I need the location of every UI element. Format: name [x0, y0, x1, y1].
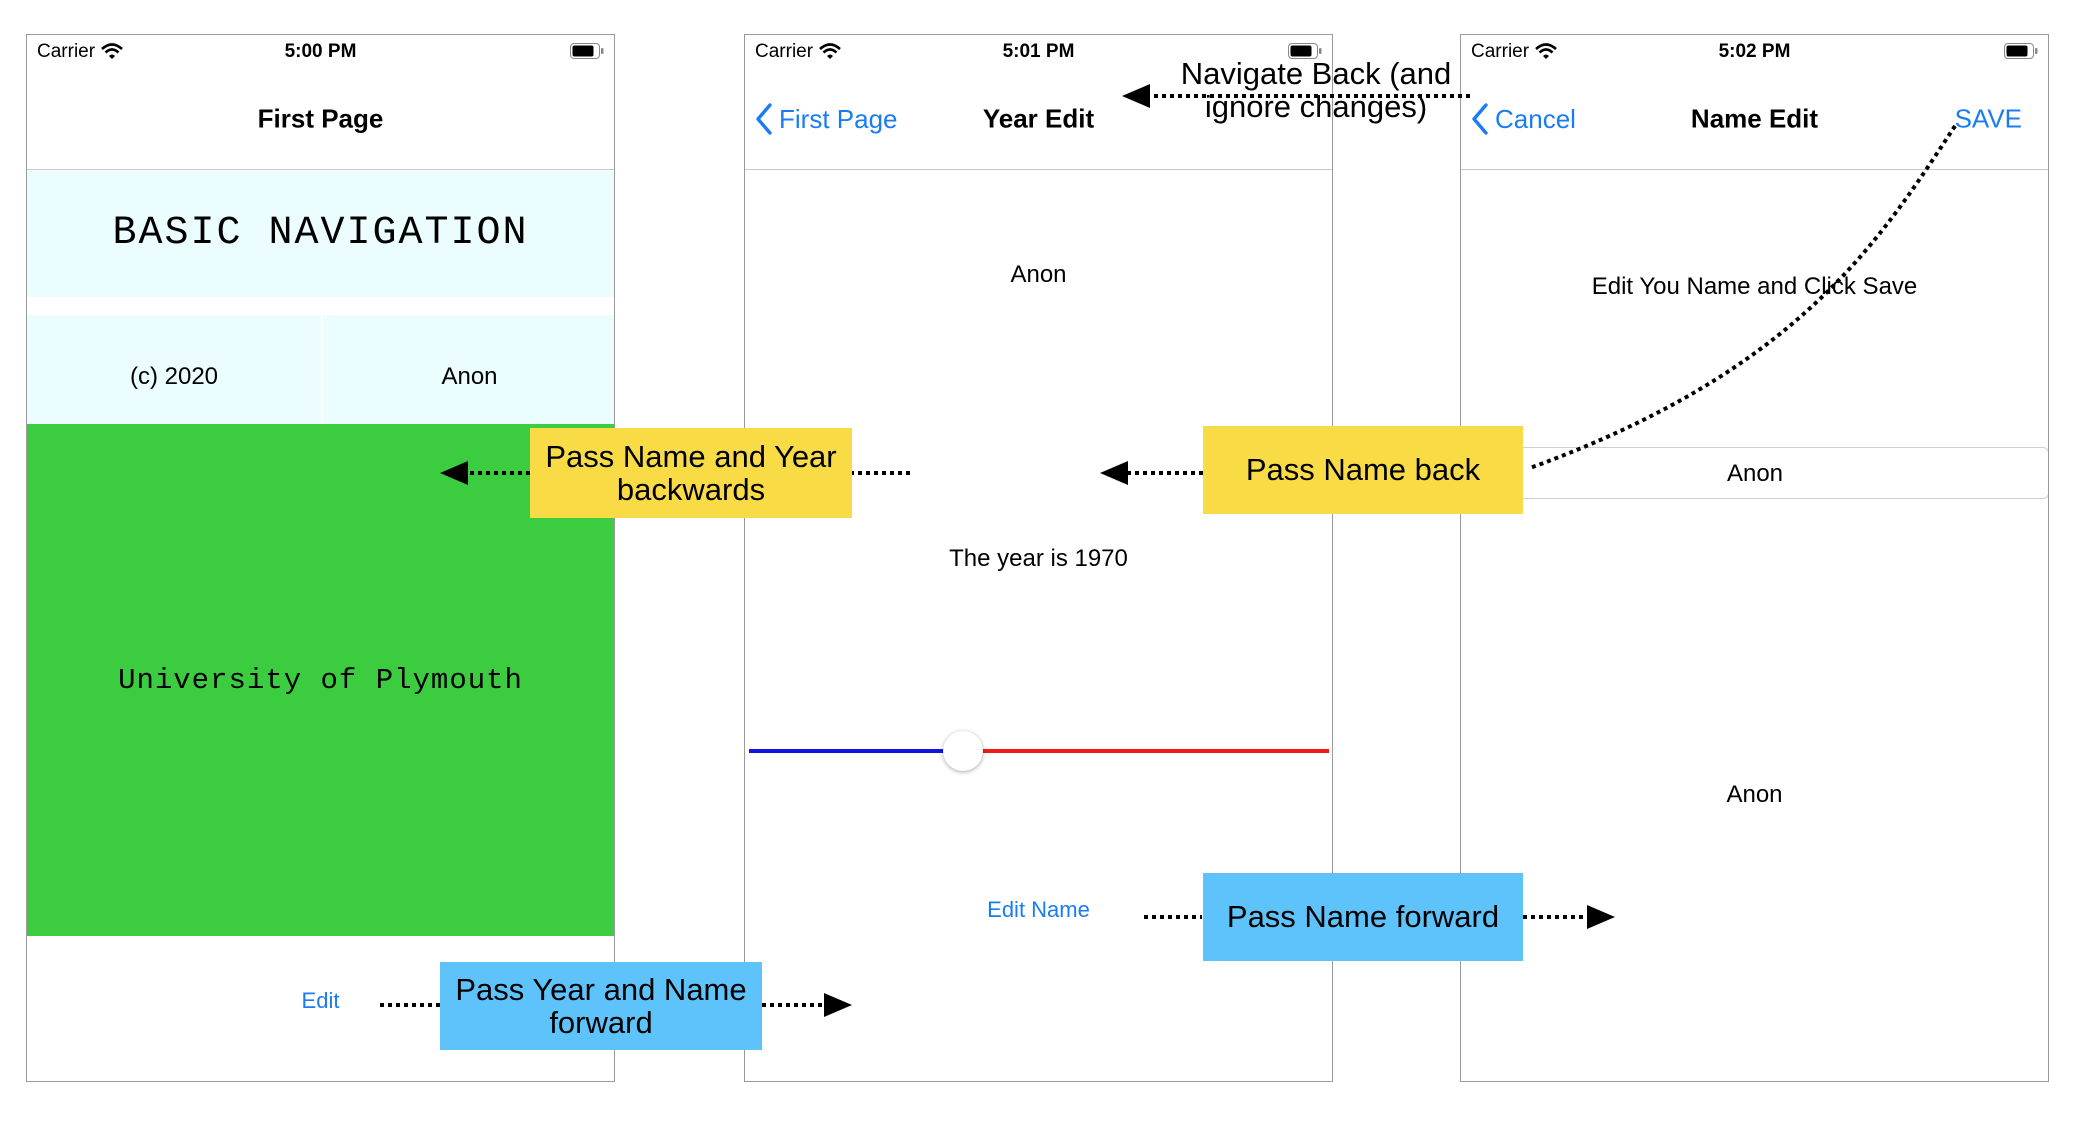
carrier-info: Carrier: [37, 41, 123, 63]
year-slider[interactable]: [749, 731, 1329, 771]
pass-name-forward-text: Pass Name forward: [1226, 899, 1500, 935]
nav-title: Year Edit: [982, 103, 1095, 134]
status-bar: Carrier 5:01 PM: [745, 35, 1332, 69]
navigation-bar: Cancel Name Edit SAVE: [1461, 69, 2048, 170]
name-text-field[interactable]: Anon: [1461, 447, 2048, 499]
carrier-label: Carrier: [1471, 41, 1530, 62]
status-time: 5:00 PM: [284, 41, 357, 62]
chevron-left-icon: [756, 103, 772, 135]
navigate-back-line1: Navigate Back (and: [1180, 56, 1452, 91]
pass-forward-label: Pass Year and Name forward: [440, 962, 762, 1050]
pass-name-forward-label: Pass Name forward: [1203, 873, 1523, 961]
slider-min-track: [749, 749, 964, 753]
back-label: First Page: [779, 103, 898, 134]
navigate-back-line2: ignore changes): [1204, 88, 1428, 124]
navigation-bar: First Page: [27, 69, 614, 170]
slider-thumb[interactable]: [943, 731, 984, 771]
battery-icon: [2004, 43, 2038, 59]
prompt-label: Edit You Name and Click Save: [1591, 273, 1918, 300]
pass-name-back-text: Pass Name back: [1245, 452, 1481, 488]
status-bar: Carrier 5:02 PM: [1461, 35, 2048, 69]
navigate-back-annotation: Navigate Back (and ignore changes): [1166, 56, 1466, 124]
pass-back-label: Pass Name and Year backwards: [530, 428, 852, 518]
wifi-icon: [101, 43, 123, 59]
info-row: (c) 2020 Anon: [27, 315, 614, 439]
edit-button[interactable]: Edit: [301, 988, 340, 1013]
year-label: The year is 1970: [949, 545, 1128, 572]
carrier-info: Carrier: [1471, 41, 1557, 63]
pass-forward-label-line1: Pass Year and Name: [455, 971, 747, 1007]
slider-max-track: [963, 749, 1329, 753]
carrier-label: Carrier: [755, 41, 814, 62]
banner-title: BASIC NAVIGATION: [112, 211, 529, 256]
name-cell: Anon: [323, 315, 614, 439]
wifi-icon: [1535, 43, 1557, 59]
chevron-left-icon: [1472, 103, 1488, 135]
edit-name-button[interactable]: Edit Name: [987, 897, 1090, 922]
status-time: 5:01 PM: [1002, 41, 1075, 62]
pass-forward-label-line2: forward: [549, 1005, 653, 1040]
name-label: Anon: [1726, 781, 1783, 808]
name-label: Anon: [441, 363, 498, 390]
battery-icon: [1288, 43, 1322, 59]
copyright-label: (c) 2020: [129, 363, 219, 390]
nav-title: First Page: [257, 103, 384, 134]
carrier-info: Carrier: [755, 41, 841, 63]
pass-back-label-line2: backwards: [616, 472, 766, 507]
save-button[interactable]: SAVE: [1954, 103, 2022, 134]
name-label: Anon: [1010, 261, 1067, 288]
university-panel: University of Plymouth: [27, 424, 614, 936]
navigation-bar: First Page Year Edit: [745, 69, 1332, 170]
status-bar: Carrier 5:00 PM: [27, 35, 614, 69]
screen-first-page: Carrier 5:00 PM First Page BASIC NAVIGAT…: [26, 34, 615, 1082]
copyright-cell: (c) 2020: [27, 315, 321, 439]
wifi-icon: [819, 43, 841, 59]
pass-back-label-line1: Pass Name and Year: [545, 438, 837, 474]
banner-panel: BASIC NAVIGATION: [27, 171, 614, 297]
name-field-value: Anon: [1726, 460, 1784, 487]
battery-icon: [570, 43, 604, 59]
university-label: University of Plymouth: [118, 664, 523, 697]
screen-name-edit: Carrier 5:02 PM Cancel Name Edit SAVE Ed…: [1460, 34, 2049, 1082]
carrier-label: Carrier: [37, 41, 96, 62]
pass-name-back-label: Pass Name back: [1203, 426, 1523, 514]
back-button[interactable]: First Page: [755, 103, 898, 135]
status-time: 5:02 PM: [1718, 41, 1791, 62]
